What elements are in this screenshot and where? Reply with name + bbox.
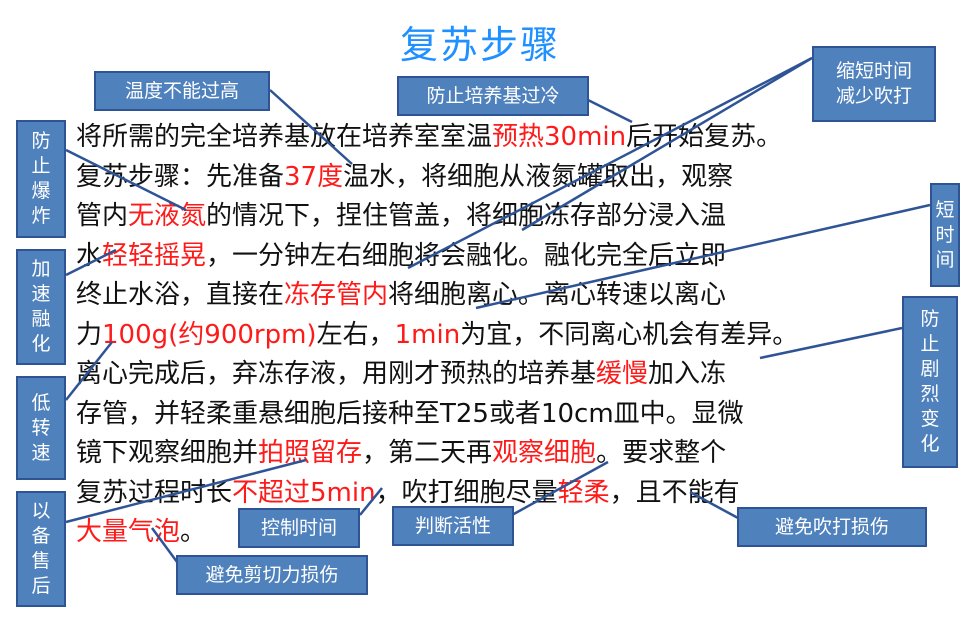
body-text-segment: 的情况下，捏住管盖，将细胞冻存部分浸入温 (206, 201, 727, 231)
note-text: 以 (31, 500, 51, 522)
body-text-segment: 温水，将细胞从液氮罐取出，观察 (343, 161, 734, 192)
protocol-paragraph: 将所需的完全培养基放在培养室室温预热30min后开始复苏。复苏步骤：先准备37度… (76, 118, 936, 553)
note-text: 速 (31, 283, 51, 305)
paragraph-line: 力100g(约900rpm)左右，1min为宜，不同离心机会有差异。 (76, 316, 936, 356)
highlighted-text: 不超过5min (232, 477, 376, 508)
body-text-segment: 复苏过程时长 (76, 477, 233, 508)
body-text-segment: 复苏步骤：先准备 (76, 161, 285, 192)
body-text-segment: 离心完成后，弃冻存液，用刚才预热的培养基 (76, 359, 597, 389)
note-text: 烈 (920, 383, 940, 405)
body-text-segment: 终止水浴，直接在 (76, 280, 285, 310)
note-short-time: 短时间 (930, 183, 960, 287)
note-text: 售 (31, 550, 51, 572)
highlighted-text: 缓慢 (596, 359, 649, 389)
highlighted-text: 预热30min (492, 122, 627, 152)
body-text-segment: 左右， (316, 319, 395, 350)
note-prevent-medium-cold: 防止培养基过冷 (397, 76, 589, 116)
highlighted-text: 100g(约900rpm) (102, 319, 317, 350)
note-text: 止 (31, 155, 51, 177)
paragraph-line: 复苏步骤：先准备37度温水，将细胞从液氮罐取出，观察 (76, 158, 936, 198)
highlighted-text: 大量气泡 (76, 517, 181, 547)
body-text-segment: 将所需的完全培养基放在培养室室温 (76, 122, 493, 152)
body-text-segment: 管内 (76, 201, 129, 231)
paragraph-line: 将所需的完全培养基放在培养室室温预热30min后开始复苏。 (76, 118, 936, 158)
note-shorten-pipetting: 缩短时间减少吹打 (812, 46, 936, 122)
note-low-speed: 低转速 (16, 376, 66, 480)
body-text-segment: ，一分钟左右细胞将会融化。融化完全后立即 (206, 240, 727, 271)
body-text-segment: 水 (76, 240, 103, 271)
highlighted-text: 轻轻摇晃 (102, 240, 207, 271)
body-text-segment: 为宜，不同离心机会有差异。 (460, 319, 799, 350)
note-text: 防 (31, 130, 51, 152)
note-text: 变 (920, 408, 940, 430)
note-text: 低 (31, 391, 51, 414)
paragraph-line: 离心完成后，弃冻存液，用刚才预热的培养基缓慢加入冻 (76, 355, 936, 395)
paragraph-line: 镜下观察细胞并拍照留存，第二天再观察细胞。要求整个 (76, 434, 936, 474)
highlighted-text: 37度 (284, 161, 344, 192)
body-text-segment: 将细胞离心。离心转速以离心 (388, 280, 727, 310)
note-text: 减少吹打 (835, 85, 912, 107)
note-text: 剧 (920, 358, 940, 380)
highlighted-text: 冻存管内 (284, 280, 389, 310)
note-text: 化 (31, 333, 51, 355)
body-text-segment: 存管，并轻柔重悬细胞后接种至T25或者10cm皿中。显微 (76, 398, 744, 429)
note-text: 融 (31, 308, 51, 330)
note-accelerate-melting: 加速融化 (16, 249, 66, 365)
paragraph-line: 终止水浴，直接在冻存管内将细胞离心。离心转速以离心 (76, 276, 936, 316)
note-avoid-shear-damage: 避免剪切力损伤 (176, 555, 368, 595)
paragraph-line: 水轻轻摇晃，一分钟左右细胞将会融化。融化完全后立即 (76, 237, 936, 277)
note-text: 止 (920, 333, 940, 355)
note-text: 备 (31, 525, 51, 547)
note-for-after-sales: 以备售后 (16, 491, 66, 607)
note-control-time: 控制时间 (238, 508, 360, 548)
note-text: 转 (31, 416, 51, 439)
highlighted-text: 无液氮 (128, 201, 207, 231)
note-text: 缩短时间 (835, 60, 912, 82)
body-text-segment: ，且不能有 (609, 477, 740, 508)
note-text: 加 (31, 258, 51, 280)
note-prevent-drastic-change: 防止剧烈变化 (902, 296, 958, 468)
note-text: 防 (920, 308, 940, 330)
highlighted-text: 拍照留存 (258, 438, 363, 468)
note-temp-too-high: 温度不能过高 (94, 71, 270, 111)
note-text: 炸 (31, 205, 51, 227)
note-text: 时 (935, 223, 955, 246)
paragraph-line: 存管，并轻柔重悬细胞后接种至T25或者10cm皿中。显微 (76, 395, 936, 435)
paragraph-line: 管内无液氮的情况下，捏住管盖，将细胞冻存部分浸入温 (76, 197, 936, 237)
highlighted-text: 观察细胞 (492, 438, 597, 468)
body-text-segment: 镜下观察细胞并 (76, 438, 259, 468)
note-judge-viability: 判断活性 (392, 506, 514, 546)
body-text-segment: 。要求整个 (596, 438, 727, 468)
note-text: 短 (935, 198, 955, 221)
body-text-segment: 力 (76, 319, 103, 350)
note-text: 化 (920, 433, 940, 455)
highlighted-text: 轻柔 (557, 477, 610, 508)
note-text: 间 (935, 248, 955, 271)
note-text: 爆 (31, 180, 51, 202)
body-text-segment: ，第二天再 (362, 438, 493, 468)
body-text-segment: 。 (180, 517, 207, 547)
highlighted-text: 1min (394, 319, 461, 350)
note-text: 后 (31, 575, 51, 597)
note-text: 速 (31, 441, 51, 464)
body-text-segment: 加入冻 (648, 359, 727, 389)
note-avoid-pipetting-damage: 避免吹打损伤 (737, 507, 927, 547)
body-text-segment: 后开始复苏。 (626, 122, 783, 152)
body-text-segment: ，吹打细胞尽量 (375, 477, 558, 508)
note-prevent-explosion: 防止爆炸 (16, 120, 66, 238)
